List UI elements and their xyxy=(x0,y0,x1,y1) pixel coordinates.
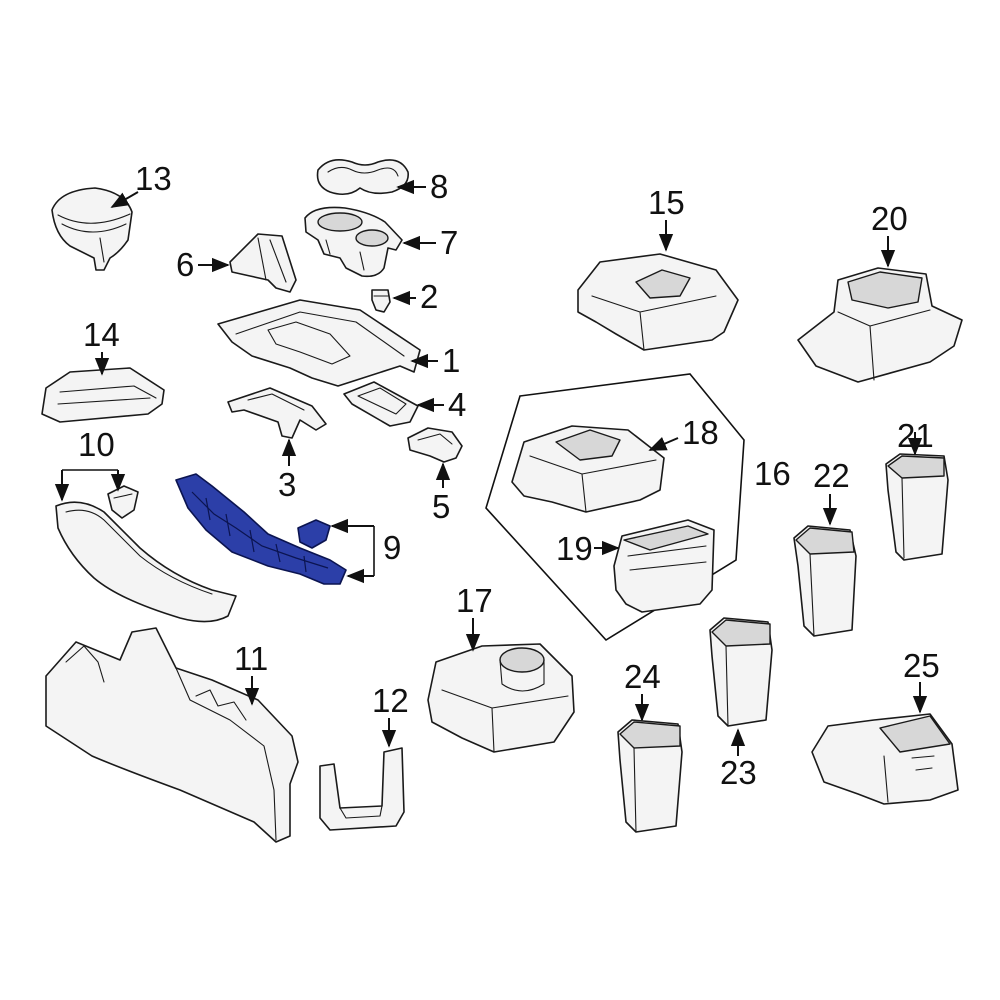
callout-25: 25 xyxy=(903,647,940,684)
part-10-console-side-panel[interactable] xyxy=(55,501,237,623)
callout-3: 3 xyxy=(278,466,296,503)
callout-1: 1 xyxy=(442,342,460,379)
part-7-cup-holder[interactable] xyxy=(304,206,403,278)
part-12-u-bracket[interactable] xyxy=(319,747,405,831)
part-5-switch-block[interactable] xyxy=(407,427,463,463)
leader-18 xyxy=(648,437,679,451)
callout-8: 8 xyxy=(430,168,448,205)
part-21-switch[interactable] xyxy=(885,453,949,561)
part-22-switch[interactable] xyxy=(793,525,857,637)
callout-13: 13 xyxy=(135,160,172,197)
callout-16: 16 xyxy=(754,455,791,492)
part-4-trim-plate[interactable] xyxy=(343,381,419,427)
callout-19: 19 xyxy=(556,530,593,567)
callout-24: 24 xyxy=(624,658,661,695)
callout-23: 23 xyxy=(720,754,757,791)
callout-17: 17 xyxy=(456,582,493,619)
part-2-clip[interactable] xyxy=(371,289,391,313)
part-19-switch-module[interactable] xyxy=(613,519,715,613)
part-6-shift-boot-bracket[interactable] xyxy=(229,233,297,293)
callout-5: 5 xyxy=(432,488,450,525)
callout-10: 10 xyxy=(78,426,115,463)
callout-2: 2 xyxy=(420,278,438,315)
callout-4: 4 xyxy=(448,386,466,423)
callout-15: 15 xyxy=(648,184,685,221)
part-1-console-upper-panel[interactable] xyxy=(217,299,421,387)
callout-12: 12 xyxy=(372,682,409,719)
callout-22: 22 xyxy=(813,457,850,494)
part-15-shifter-assembly[interactable] xyxy=(577,253,739,351)
part-17-shift-dial-module[interactable] xyxy=(427,643,575,753)
part-25-usb-module[interactable] xyxy=(811,713,959,805)
part-20-shift-lever-unit[interactable] xyxy=(797,267,963,383)
part-18-shifter-housing[interactable] xyxy=(511,425,665,513)
part-24-switch[interactable] xyxy=(617,719,683,833)
callout-11: 11 xyxy=(234,640,268,677)
part-8-cup-holder-ring[interactable] xyxy=(316,159,409,196)
callout-7: 7 xyxy=(440,224,458,261)
group-16-outline xyxy=(485,373,745,642)
part-14-switch-panel[interactable] xyxy=(41,367,165,423)
part-3-bracket[interactable] xyxy=(227,387,327,439)
part-9-console-bracket-highlighted[interactable] xyxy=(175,473,347,585)
leader-13 xyxy=(110,191,139,208)
callout-9: 9 xyxy=(383,529,401,566)
callout-6: 6 xyxy=(176,246,194,283)
part-23-switch[interactable] xyxy=(709,617,773,727)
callout-20: 20 xyxy=(871,200,908,237)
part-9-clip-highlighted[interactable] xyxy=(297,519,331,549)
part-11-console-body[interactable] xyxy=(45,627,299,843)
callout-18: 18 xyxy=(682,414,719,451)
part-10-clip[interactable] xyxy=(107,485,139,519)
callout-14: 14 xyxy=(83,316,120,353)
part-13-shift-knob-cover[interactable] xyxy=(51,187,133,271)
